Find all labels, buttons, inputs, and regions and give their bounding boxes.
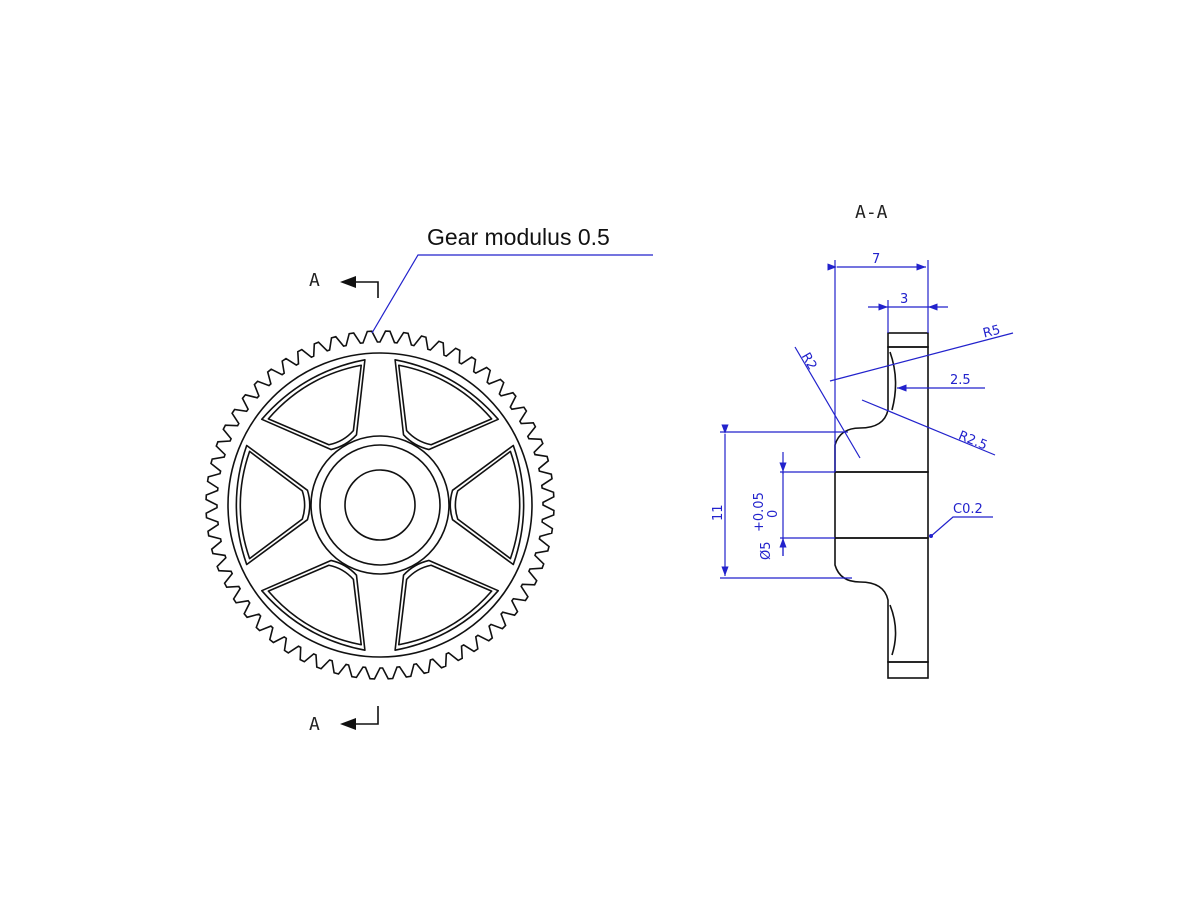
rim-top [887, 332, 929, 348]
tolerance-lower: 0 [766, 510, 781, 518]
section-letter: A [309, 714, 320, 735]
bore-dia: Ø5 [759, 541, 774, 560]
dim-r2-5: R2.5 [956, 428, 989, 453]
section-upper-hatch [834, 346, 929, 473]
section-lower-hatch [834, 537, 929, 663]
section-marker-top: A [309, 270, 379, 298]
arrow-left-icon [340, 718, 356, 730]
section-letter: A [309, 270, 320, 291]
rim-circle [227, 352, 533, 658]
lightening-hole [454, 450, 521, 560]
lightening-hole [260, 559, 366, 652]
lightening-hole [260, 358, 366, 451]
lightening-hole [267, 364, 363, 446]
lightening-hole [394, 358, 500, 451]
dim-bore: Ø5 +0.05 0 [752, 492, 781, 560]
recess-curve [889, 604, 897, 656]
hub-circle [319, 444, 441, 566]
section-marker-bottom: A [309, 706, 379, 735]
dimensions: 7 3 R5 R2 2.5 R2.5 11 Ø5 +0.05 0 C0.2 [711, 252, 1014, 579]
gear-teeth-outline [205, 330, 555, 680]
section-title: A-A [855, 202, 888, 223]
lightening-hole [394, 559, 500, 652]
dim-width: 7 [872, 252, 880, 267]
dim-r5: R5 [982, 323, 1002, 342]
lightening-hole [267, 564, 363, 646]
lightening-holes [235, 358, 525, 652]
recess-curve [889, 351, 897, 411]
gear-modulus-label: Gear modulus 0.5 [427, 224, 610, 250]
rim-bottom [887, 661, 929, 679]
dim-r2: R2 [798, 350, 820, 372]
hub-boss-circle [310, 435, 450, 575]
lightening-hole [397, 364, 493, 446]
lightening-hole [397, 564, 493, 646]
lightening-hole [239, 450, 306, 560]
dim-hub-diameter: 11 [711, 504, 726, 521]
dim-rim-width: 3 [900, 292, 908, 307]
dim-depth: 2.5 [950, 373, 971, 388]
gear-modulus-callout: Gear modulus 0.5 [371, 224, 653, 334]
tolerance-upper: +0.05 [752, 492, 767, 532]
arrow-left-icon [340, 276, 356, 288]
bore-section [834, 471, 929, 539]
dim-chamfer: C0.2 [953, 502, 983, 517]
section-view: A-A [834, 202, 929, 679]
gear-front-view [205, 330, 555, 680]
lightening-hole [449, 444, 525, 566]
lightening-hole [235, 444, 311, 566]
bore-circle [344, 469, 416, 541]
